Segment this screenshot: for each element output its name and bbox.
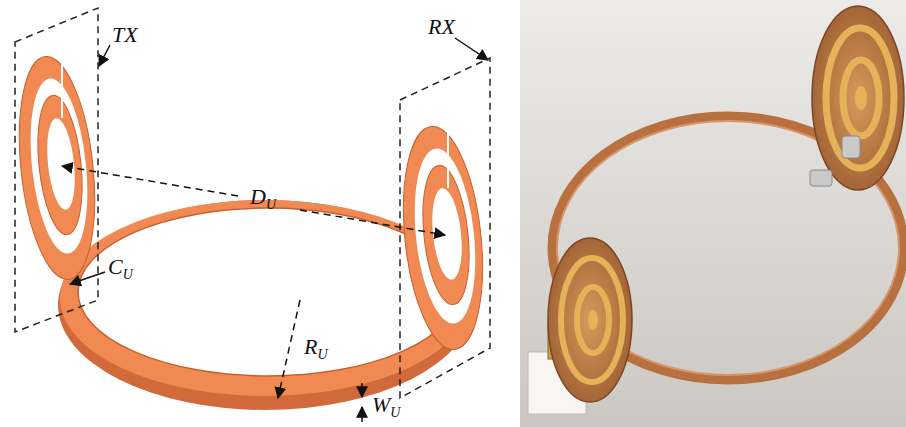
rx-label: RX (428, 16, 455, 38)
width-label: WU (372, 394, 400, 420)
tx-plane (9, 8, 104, 332)
gap-label: CU (108, 256, 133, 282)
radius-label: RU (304, 336, 328, 362)
tx-label: TX (112, 24, 138, 46)
dimension-arrows (62, 38, 488, 422)
distance-label: DU (250, 186, 276, 212)
prototype-photo (520, 0, 906, 427)
